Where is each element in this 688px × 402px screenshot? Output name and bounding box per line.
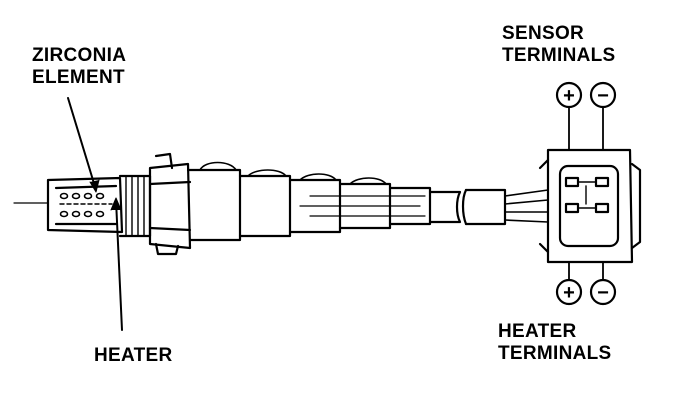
tip-vent-holes xyxy=(59,192,105,218)
sensor-terminals-label-line1: SENSOR xyxy=(502,23,585,44)
sensor-tip xyxy=(46,176,124,234)
sensor-plus-symbol: + xyxy=(563,85,575,107)
heater-plus-circle xyxy=(555,278,583,306)
sensor-cable xyxy=(428,188,549,226)
heater-terminals-label-line2: TERMINALS xyxy=(498,343,612,364)
heater-label: HEATER xyxy=(94,345,173,366)
zirconia-element-label-line2: ELEMENT xyxy=(32,67,125,88)
heater-pointer-arrow xyxy=(110,197,123,331)
hex-body xyxy=(148,152,192,256)
sensor-minus-symbol: − xyxy=(597,85,609,107)
heater-minus-symbol: − xyxy=(597,282,609,304)
sensor-minus-circle xyxy=(589,81,617,109)
zirconia-pointer-arrow xyxy=(67,97,100,193)
sensor-shell xyxy=(186,161,432,242)
sensor-plus-circle xyxy=(555,81,583,109)
sensor-terminals-label-line2: TERMINALS xyxy=(502,45,616,66)
heater-terminals-label-line1: HEATER xyxy=(498,321,577,342)
zirconia-element-label-line1: ZIRCONIA xyxy=(32,45,127,66)
heater-plus-symbol: + xyxy=(563,282,575,304)
terminal-leader-lines xyxy=(568,106,604,281)
terminal-circles xyxy=(555,81,617,306)
heater-minus-circle xyxy=(589,278,617,306)
connector xyxy=(538,148,642,264)
thread-section xyxy=(118,174,152,238)
